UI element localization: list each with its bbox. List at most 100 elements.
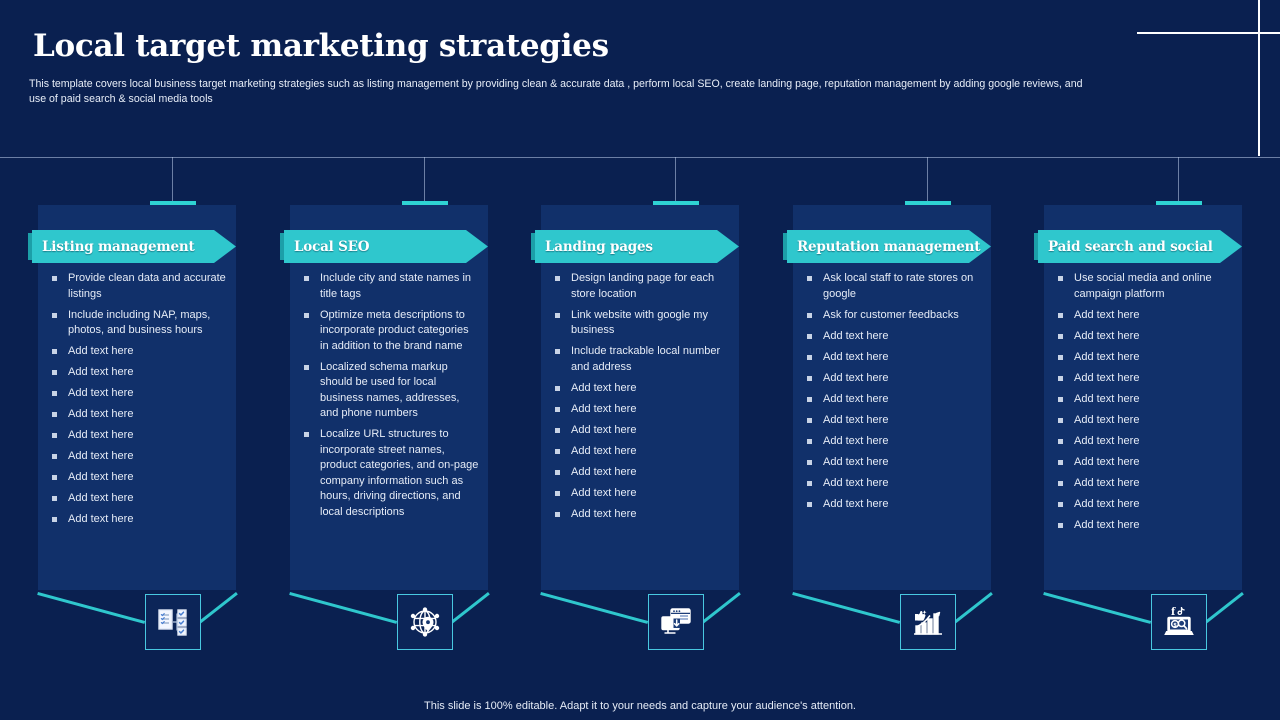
list-item[interactable]: Include including NAP, maps, photos, and… <box>50 308 228 339</box>
page-title: Local target marketing strategies <box>33 28 609 64</box>
list-item[interactable]: Add text here <box>553 402 731 418</box>
list-item[interactable]: Add text here <box>50 386 228 402</box>
list-item[interactable]: Add text here <box>805 476 983 492</box>
accent-cap-4 <box>905 201 951 205</box>
bullet-list-4: Ask local staff to rate stores on google… <box>805 271 983 518</box>
list-item[interactable]: Add text here <box>805 329 983 345</box>
accent-cap-5 <box>1156 201 1202 205</box>
list-item[interactable]: Add text here <box>805 434 983 450</box>
list-item[interactable]: Add text here <box>805 350 983 366</box>
list-item[interactable]: Design landing page for each store locat… <box>553 271 731 302</box>
list-item[interactable]: Add text here <box>553 507 731 523</box>
list-item[interactable]: Add text here <box>553 381 731 397</box>
bullet-list-2: Include city and state names in title ta… <box>302 271 480 526</box>
decoration-horizontal-line <box>1137 32 1280 34</box>
card-body-3 <box>541 205 739 590</box>
list-item[interactable]: Add text here <box>50 407 228 423</box>
checklist-icon <box>145 594 201 650</box>
chevron-right-leg-5 <box>1205 592 1244 624</box>
column-heading-4: Reputation management <box>797 238 981 255</box>
list-item[interactable]: Link website with google my business <box>553 308 731 339</box>
chevron-left-leg-5 <box>1043 592 1151 624</box>
column-heading-3: Landing pages <box>545 238 653 255</box>
chevron-left-leg-2 <box>289 592 397 624</box>
list-item[interactable]: Include city and state names in title ta… <box>302 271 480 302</box>
list-item[interactable]: Add text here <box>1056 476 1234 492</box>
list-item[interactable]: Add text here <box>50 449 228 465</box>
list-item[interactable]: Add text here <box>805 413 983 429</box>
banner-arrow-shape <box>32 230 236 263</box>
list-item[interactable]: Add text here <box>805 392 983 408</box>
column-header-banner-2[interactable]: Local SEO <box>280 230 488 263</box>
list-item[interactable]: Add text here <box>553 423 731 439</box>
list-item[interactable]: Provide clean data and accurate listings <box>50 271 228 302</box>
list-item[interactable]: Add text here <box>50 470 228 486</box>
monitor-download-icon <box>648 594 704 650</box>
column-heading-5: Paid search and social <box>1048 238 1213 255</box>
list-item[interactable]: Use social media and online campaign pla… <box>1056 271 1234 302</box>
list-item[interactable]: Localized schema markup should be used f… <box>302 360 480 422</box>
svg-text:$: $ <box>1173 622 1177 628</box>
list-item[interactable]: Add text here <box>50 428 228 444</box>
list-item[interactable]: Add text here <box>1056 350 1234 366</box>
column-header-banner-5[interactable]: Paid search and social <box>1034 230 1242 263</box>
chevron-right-leg-2 <box>451 592 490 624</box>
list-item[interactable]: Localize URL structures to incorporate s… <box>302 427 480 520</box>
slide-footer: This slide is 100% editable. Adapt it to… <box>424 700 856 712</box>
list-item[interactable]: Optimize meta descriptions to incorporat… <box>302 308 480 355</box>
list-item[interactable]: Add text here <box>1056 497 1234 513</box>
list-item[interactable]: Add text here <box>50 512 228 528</box>
banner-arrow-shape <box>787 230 991 263</box>
list-item[interactable]: Add text here <box>1056 518 1234 534</box>
chevron-right-leg-4 <box>954 592 993 624</box>
connector-line-3 <box>675 157 676 204</box>
column-header-banner-4[interactable]: Reputation management <box>783 230 991 263</box>
page-subtitle: This template covers local business targ… <box>29 78 1083 105</box>
connector-line-1 <box>172 157 173 204</box>
accent-cap-2 <box>402 201 448 205</box>
connector-line-2 <box>424 157 425 204</box>
list-item[interactable]: Add text here <box>805 497 983 513</box>
card-body-4 <box>793 205 991 590</box>
banner-arrow-shape <box>284 230 488 263</box>
list-item[interactable]: Ask local staff to rate stores on google <box>805 271 983 302</box>
list-item[interactable]: Ask for customer feedbacks <box>805 308 983 324</box>
list-item[interactable]: Add text here <box>1056 371 1234 387</box>
connector-rail <box>0 157 1280 158</box>
list-item[interactable]: Add text here <box>553 486 731 502</box>
decoration-vertical-line <box>1258 0 1260 156</box>
list-item[interactable]: Add text here <box>553 444 731 460</box>
list-item[interactable]: Add text here <box>805 371 983 387</box>
list-item[interactable]: Add text here <box>1056 329 1234 345</box>
list-item[interactable]: Add text here <box>50 491 228 507</box>
list-item[interactable]: Add text here <box>1056 308 1234 324</box>
list-item[interactable]: Add text here <box>1056 392 1234 408</box>
list-item[interactable]: Add text here <box>1056 434 1234 450</box>
growth-chart-thumbsup-icon <box>900 594 956 650</box>
list-item[interactable]: Add text here <box>50 365 228 381</box>
chevron-right-leg-1 <box>199 592 238 624</box>
list-item[interactable]: Add text here <box>1056 413 1234 429</box>
list-item[interactable]: Add text here <box>50 344 228 360</box>
card-body-2 <box>290 205 488 590</box>
bullet-list-3: Design landing page for each store locat… <box>553 271 731 528</box>
chevron-left-leg-1 <box>37 592 145 624</box>
chevron-right-leg-3 <box>702 592 741 624</box>
column-header-banner-3[interactable]: Landing pages <box>531 230 739 263</box>
accent-cap-1 <box>150 201 196 205</box>
list-item[interactable]: Include trackable local number and addre… <box>553 344 731 375</box>
bullet-list-5: Use social media and online campaign pla… <box>1056 271 1234 539</box>
laptop-social-search-icon: f $ <box>1151 594 1207 650</box>
banner-arrow-shape <box>1038 230 1242 263</box>
column-heading-1: Listing management <box>42 238 195 255</box>
svg-text:f: f <box>1171 607 1176 618</box>
column-heading-2: Local SEO <box>294 238 370 255</box>
list-item[interactable]: Add text here <box>805 455 983 471</box>
chevron-left-leg-4 <box>792 592 900 624</box>
list-item[interactable]: Add text here <box>1056 455 1234 471</box>
card-body-5 <box>1044 205 1242 590</box>
column-header-banner-1[interactable]: Listing management <box>28 230 236 263</box>
list-item[interactable]: Add text here <box>553 465 731 481</box>
chevron-left-leg-3 <box>540 592 648 624</box>
